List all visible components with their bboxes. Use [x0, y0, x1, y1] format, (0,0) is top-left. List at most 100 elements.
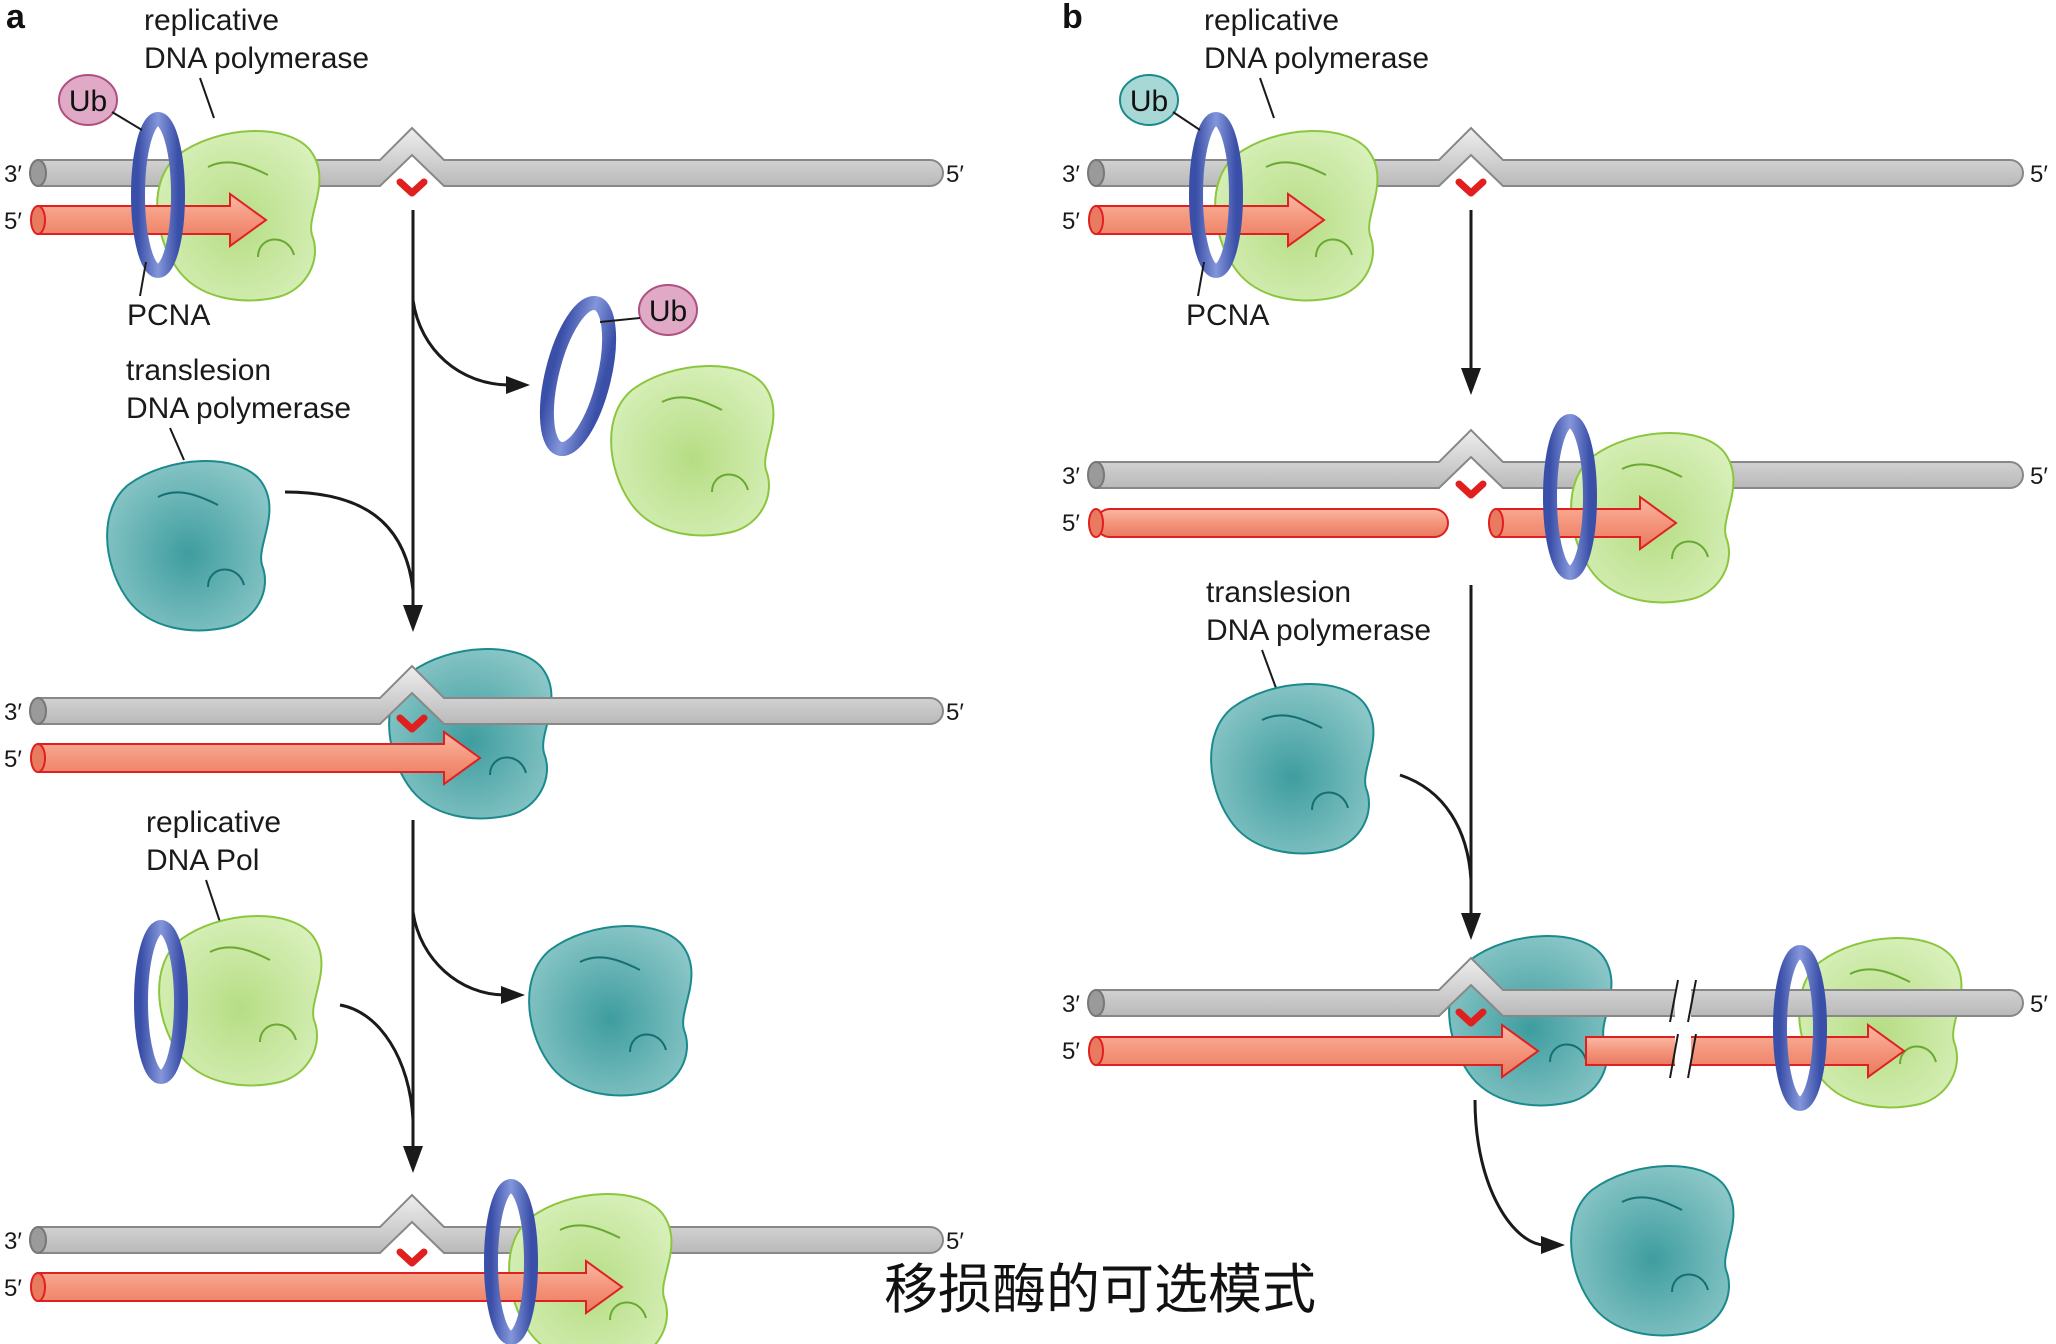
panel-a-flow-1: [284, 210, 530, 632]
panel-b-stage-2: 3′ 5′ 5′: [1062, 414, 2048, 604]
template-strand: [37, 664, 944, 725]
translesion-label-line2: DNA polymerase: [126, 392, 351, 425]
pcna-leader: [139, 261, 147, 297]
released-pcna-ring: [539, 295, 617, 457]
replicative-pol-label-line2: DNA Pol: [146, 844, 259, 877]
pcna-ring: [484, 1179, 538, 1344]
lesion-mark: [396, 714, 428, 733]
new-strand-arrow: [37, 1259, 624, 1315]
end-5-label-right: 5′: [2030, 991, 2048, 1018]
new-strand-end-cap: [30, 1272, 46, 1302]
replicative-label-line1: replicative: [1204, 4, 1339, 37]
template-end-cap: [29, 1226, 47, 1254]
template-end-cap: [1087, 461, 1105, 489]
replicative-pol-leader: [205, 879, 221, 923]
end-3-label: 3′: [4, 1228, 22, 1255]
end-5-label-right: 5′: [946, 699, 964, 726]
released-replicative-polymerase: [610, 365, 775, 537]
figure-caption: 移损酶的可选模式: [884, 1258, 1316, 1321]
ubiquitin-label: Ub: [69, 85, 107, 118]
end-3-label: 3′: [1062, 463, 1080, 490]
panel-a-stage-2: 3′ 5′ 5′: [4, 648, 964, 820]
end-5-label-right: 5′: [946, 161, 964, 188]
new-strand-arrow-replicative: [1689, 1023, 1906, 1079]
translesion-group-b: translesion DNA polymerase: [1206, 576, 1431, 855]
lesion-mark: [1455, 480, 1487, 499]
lesion-mark: [396, 178, 428, 197]
end-3-label: 3′: [4, 699, 22, 726]
panel-b-flow-1: [1461, 210, 1481, 395]
pcna-leader: [1197, 261, 1205, 297]
pcna-label: PCNA: [1186, 299, 1269, 332]
ub-connector: [1172, 111, 1201, 131]
panel-a-stage-1: Ub replicative DNA polymerase PCNA 3′ 5′…: [4, 4, 964, 332]
pcna-ring: [131, 112, 185, 278]
ubiquitin-label: Ub: [1130, 85, 1168, 118]
lesion-mark: [1455, 178, 1487, 197]
ub-connector: [111, 111, 143, 131]
new-strand-end-cap: [30, 743, 46, 773]
lesion-mark: [1455, 1008, 1487, 1027]
end-5-label-left: 5′: [1062, 510, 1080, 537]
panel-a-letter: a: [6, 0, 26, 36]
end-5-label-right: 5′: [946, 1228, 964, 1255]
new-strand-end-cap: [1088, 205, 1104, 235]
pcna-ring: [1189, 112, 1243, 278]
end-3-label: 3′: [4, 161, 22, 188]
strand-break-marks: [1669, 979, 1697, 1079]
new-strand-segment-upstream: [1095, 508, 1449, 538]
pcna-label: PCNA: [127, 299, 210, 332]
ubiquitin-tag: [58, 74, 118, 126]
new-strand-arrow: [1095, 192, 1326, 248]
translesion-polymerase: [106, 460, 271, 632]
panel-b-stage-3: 3′ 5′ 5′: [1062, 935, 2048, 1111]
released-translesion-polymerase: [528, 925, 693, 1097]
translesion-leader: [1261, 649, 1277, 689]
panel-b-flow-2: [1399, 585, 1481, 940]
end-5-label-left: 5′: [1062, 208, 1080, 235]
end-5-label-left: 5′: [4, 746, 22, 773]
new-strand-middle: [1585, 1036, 1677, 1066]
template-end-cap: [29, 697, 47, 725]
translesion-label-line1: translesion: [1206, 576, 1351, 609]
incoming-replicative-group: replicative DNA Pol: [134, 806, 323, 1087]
template-strand: [1095, 956, 2024, 1017]
translesion-label-line1: translesion: [126, 354, 271, 387]
new-strand-arrow: [37, 730, 482, 786]
new-strand-end-cap: [30, 205, 46, 235]
panel-b-flow-3: [1473, 1099, 1565, 1254]
new-strand-arrow-translesion: [1095, 1023, 1540, 1079]
pcna-ring: [1773, 945, 1827, 1111]
released-ubiquitin-tag: [638, 284, 698, 336]
template-end-cap: [1087, 159, 1105, 187]
translesion-label-line2: DNA polymerase: [1206, 614, 1431, 647]
lesion-mark: [396, 1248, 428, 1267]
template-end-cap: [1087, 989, 1105, 1017]
translesion-leader: [169, 427, 185, 461]
end-5-label-right: 5′: [2030, 161, 2048, 188]
end-3-label: 3′: [1062, 991, 1080, 1018]
end-5-label-left: 5′: [4, 1275, 22, 1302]
replicative-label-line2: DNA polymerase: [1204, 42, 1429, 75]
template-end-cap: [29, 159, 47, 187]
incoming-replicative-polymerase: [158, 915, 323, 1087]
new-strand-arrow: [37, 192, 268, 248]
released-ubiquitin-label: Ub: [649, 295, 687, 328]
incoming-pcna-ring: [134, 920, 188, 1084]
ubiquitin-tag: [1119, 74, 1179, 126]
end-3-label: 3′: [1062, 161, 1080, 188]
released-complex: Ub: [539, 284, 775, 537]
end-5-label-right: 5′: [2030, 463, 2048, 490]
released-ub-connector: [599, 317, 641, 323]
replicative-pol-label-line1: replicative: [146, 806, 281, 839]
end-5-label-left: 5′: [4, 208, 22, 235]
translesion-group-a: translesion DNA polymerase: [106, 354, 351, 632]
new-strand-end-cap: [1088, 508, 1104, 538]
pcna-ring: [1543, 414, 1597, 580]
replicative-label-line1: replicative: [144, 4, 279, 37]
translesion-polymerase: [1210, 683, 1375, 855]
panel-a-flow-2: [339, 820, 525, 1173]
panel-a-stage-3: 3′ 5′ 5′: [4, 1179, 964, 1344]
replicative-leader: [1259, 77, 1275, 119]
